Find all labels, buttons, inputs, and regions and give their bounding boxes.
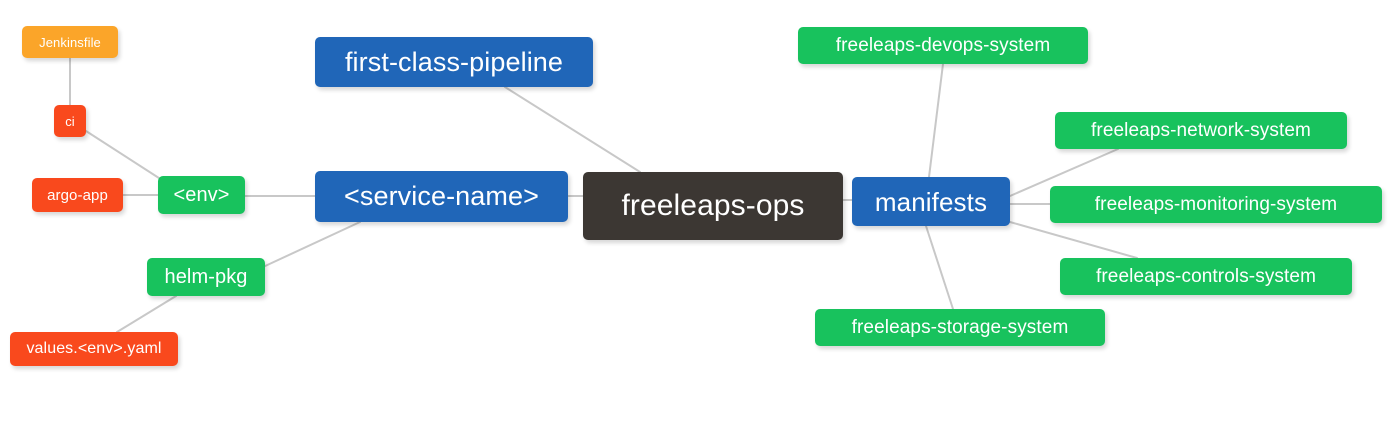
mindmap-node-argo-app[interactable]: argo-app: [32, 178, 123, 212]
node-label: freeleaps-monitoring-system: [1094, 194, 1338, 215]
edge-manifests-to-storage: [925, 225, 954, 310]
mindmap-node-root[interactable]: freeleaps-ops: [583, 172, 843, 240]
edge-pipeline-to-root: [504, 86, 641, 173]
edge-ci-to-env: [85, 130, 163, 181]
mindmap-node-values-yaml[interactable]: values.<env>.yaml: [10, 332, 178, 366]
mindmap-node-service-name[interactable]: <service-name>: [315, 171, 568, 222]
edge-values-yaml-to-helm-pkg: [116, 295, 177, 333]
node-label: freeleaps-ops: [621, 189, 805, 222]
mindmap-node-ci[interactable]: ci: [54, 105, 86, 137]
node-label: values.<env>.yaml: [26, 340, 162, 357]
node-label: ci: [65, 113, 75, 129]
node-label: Jenkinsfile: [39, 34, 101, 50]
mindmap-node-storage[interactable]: freeleaps-storage-system: [815, 309, 1105, 346]
mindmap-node-devops[interactable]: freeleaps-devops-system: [798, 27, 1088, 64]
node-label: freeleaps-devops-system: [835, 35, 1051, 56]
node-label: first-class-pipeline: [344, 46, 564, 77]
mindmap-node-manifests[interactable]: manifests: [852, 177, 1010, 226]
mindmap-node-jenkinsfile[interactable]: Jenkinsfile: [22, 26, 118, 58]
node-label: freeleaps-storage-system: [851, 317, 1069, 338]
mindmap-node-helm-pkg[interactable]: helm-pkg: [147, 258, 265, 296]
edge-helm-pkg-to-service-name: [262, 221, 361, 268]
mindmap-node-env[interactable]: <env>: [158, 176, 245, 214]
mindmap-node-network[interactable]: freeleaps-network-system: [1055, 112, 1347, 149]
node-label: helm-pkg: [164, 266, 248, 288]
edge-manifests-to-controls: [1009, 221, 1138, 259]
mindmap-node-monitoring[interactable]: freeleaps-monitoring-system: [1050, 186, 1382, 223]
mindmap-node-pipeline[interactable]: first-class-pipeline: [315, 37, 593, 87]
node-label: <env>: [173, 184, 230, 206]
node-label: freeleaps-controls-system: [1095, 266, 1317, 287]
node-label: <service-name>: [344, 181, 539, 211]
node-label: freeleaps-network-system: [1091, 120, 1311, 141]
node-label: argo-app: [47, 186, 108, 204]
edge-manifests-to-devops: [928, 63, 944, 178]
mindmap-node-controls[interactable]: freeleaps-controls-system: [1060, 258, 1352, 295]
node-label: manifests: [874, 186, 988, 217]
